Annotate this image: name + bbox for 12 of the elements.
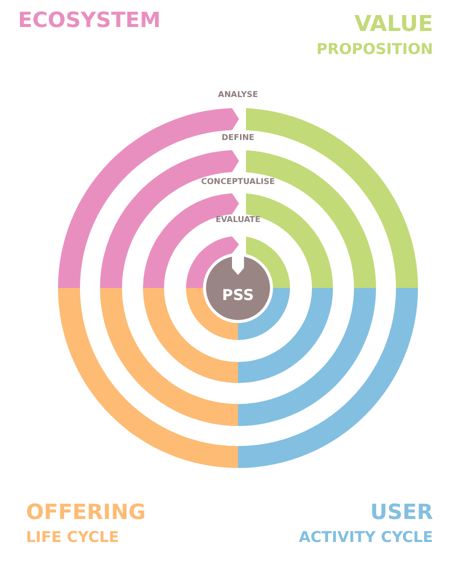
quadrant-label: USER	[370, 502, 433, 523]
quadrant-label: PROPOSITION	[316, 42, 433, 57]
quadrant-label: VALUE	[354, 14, 433, 36]
stage-label: DEFINE	[222, 134, 254, 142]
quadrant-label: LIFE CYCLE	[26, 530, 120, 545]
quadrant-label: ECOSYSTEM	[18, 10, 161, 31]
quadrant-label: ACTIVITY CYCLE	[298, 530, 433, 545]
quadrant-label: OFFERING	[26, 502, 146, 523]
stage-label: CONCEPTUALISE	[201, 178, 275, 186]
node-label: PSS	[221, 286, 255, 304]
stage-label: EVALUATE	[216, 216, 260, 224]
stage-label: ANALYSE	[218, 91, 258, 99]
